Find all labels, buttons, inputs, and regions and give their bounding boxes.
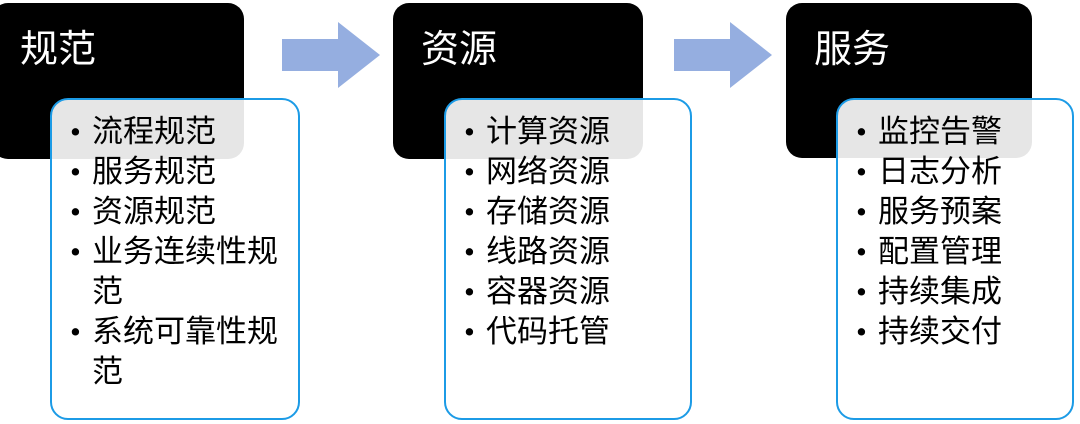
list-item-label: 持续交付 [878, 314, 1002, 349]
list-item-label: 业务连续性规范 [92, 234, 278, 309]
list-item[interactable]: • 计算资源 [464, 112, 678, 152]
bullet-icon: • [464, 314, 475, 349]
list-item-label: 系统可靠性规范 [92, 314, 278, 389]
bullet-icon: • [464, 194, 475, 229]
bullet-list-resource: • 计算资源 • 网络资源 • 存储资源 • 线路资源 • 容器资源 [464, 112, 678, 352]
group-title-resource: 资源 [421, 29, 498, 71]
list-item-label: 服务预案 [878, 194, 1002, 229]
bullet-icon: • [856, 274, 867, 309]
list-item-label: 代码托管 [486, 314, 610, 349]
bullet-icon: • [464, 154, 475, 189]
list-item[interactable]: • 存储资源 [464, 192, 678, 232]
right-arrow-icon [282, 22, 380, 88]
bullet-icon: • [856, 234, 867, 269]
list-item[interactable]: • 网络资源 [464, 152, 678, 192]
list-item[interactable]: • 业务连续性规范 [70, 232, 286, 312]
group-title-specification: 规范 [20, 29, 97, 71]
list-item-label: 计算资源 [486, 114, 610, 149]
list-item[interactable]: • 持续集成 [856, 272, 1062, 312]
list-item[interactable]: • 系统可靠性规范 [70, 312, 286, 392]
list-item[interactable]: • 监控告警 [856, 112, 1062, 152]
list-item[interactable]: • 容器资源 [464, 272, 678, 312]
flow-arrow-icon-2 [674, 20, 774, 90]
bullet-icon: • [856, 314, 867, 349]
bullet-icon: • [856, 154, 867, 189]
bullet-icon: • [464, 274, 475, 309]
bullet-icon: • [856, 114, 867, 149]
list-item-label: 持续集成 [878, 274, 1002, 309]
bullet-icon: • [464, 114, 475, 149]
list-item[interactable]: • 资源规范 [70, 192, 286, 232]
list-item-label: 资源规范 [92, 194, 216, 229]
list-item-label: 流程规范 [92, 114, 216, 149]
right-arrow-icon [674, 22, 772, 88]
list-item[interactable]: • 服务规范 [70, 152, 286, 192]
list-item[interactable]: • 线路资源 [464, 232, 678, 272]
bullet-icon: • [70, 194, 81, 229]
bullet-icon: • [70, 234, 81, 269]
list-item[interactable]: • 日志分析 [856, 152, 1062, 192]
bullet-list-service: • 监控告警 • 日志分析 • 服务预案 • 配置管理 • 持续集成 [856, 112, 1062, 352]
list-card-specification[interactable]: • 流程规范 • 服务规范 • 资源规范 • 业务连续性规范 • 系统可靠性 [50, 98, 300, 420]
bullet-list-specification: • 流程规范 • 服务规范 • 资源规范 • 业务连续性规范 • 系统可靠性 [70, 112, 286, 392]
flow-arrow-icon-1 [282, 20, 382, 90]
list-item[interactable]: • 配置管理 [856, 232, 1062, 272]
list-item-label: 线路资源 [486, 234, 610, 269]
list-item[interactable]: • 服务预案 [856, 192, 1062, 232]
bullet-icon: • [70, 114, 81, 149]
bullet-icon: • [70, 314, 81, 349]
bullet-icon: • [70, 154, 81, 189]
list-item[interactable]: • 持续交付 [856, 312, 1062, 352]
list-item-label: 日志分析 [878, 154, 1002, 189]
group-title-service: 服务 [814, 29, 891, 71]
list-item-label: 存储资源 [486, 194, 610, 229]
list-card-service[interactable]: • 监控告警 • 日志分析 • 服务预案 • 配置管理 • 持续集成 [836, 98, 1074, 420]
list-item-label: 服务规范 [92, 154, 216, 189]
bullet-icon: • [856, 194, 867, 229]
list-item-label: 监控告警 [878, 114, 1002, 149]
list-card-resource[interactable]: • 计算资源 • 网络资源 • 存储资源 • 线路资源 • 容器资源 [444, 98, 692, 420]
list-item[interactable]: • 流程规范 [70, 112, 286, 152]
list-item-label: 容器资源 [486, 274, 610, 309]
list-item[interactable]: • 代码托管 [464, 312, 678, 352]
bullet-icon: • [464, 234, 475, 269]
list-item-label: 网络资源 [486, 154, 610, 189]
list-item-label: 配置管理 [878, 234, 1002, 269]
